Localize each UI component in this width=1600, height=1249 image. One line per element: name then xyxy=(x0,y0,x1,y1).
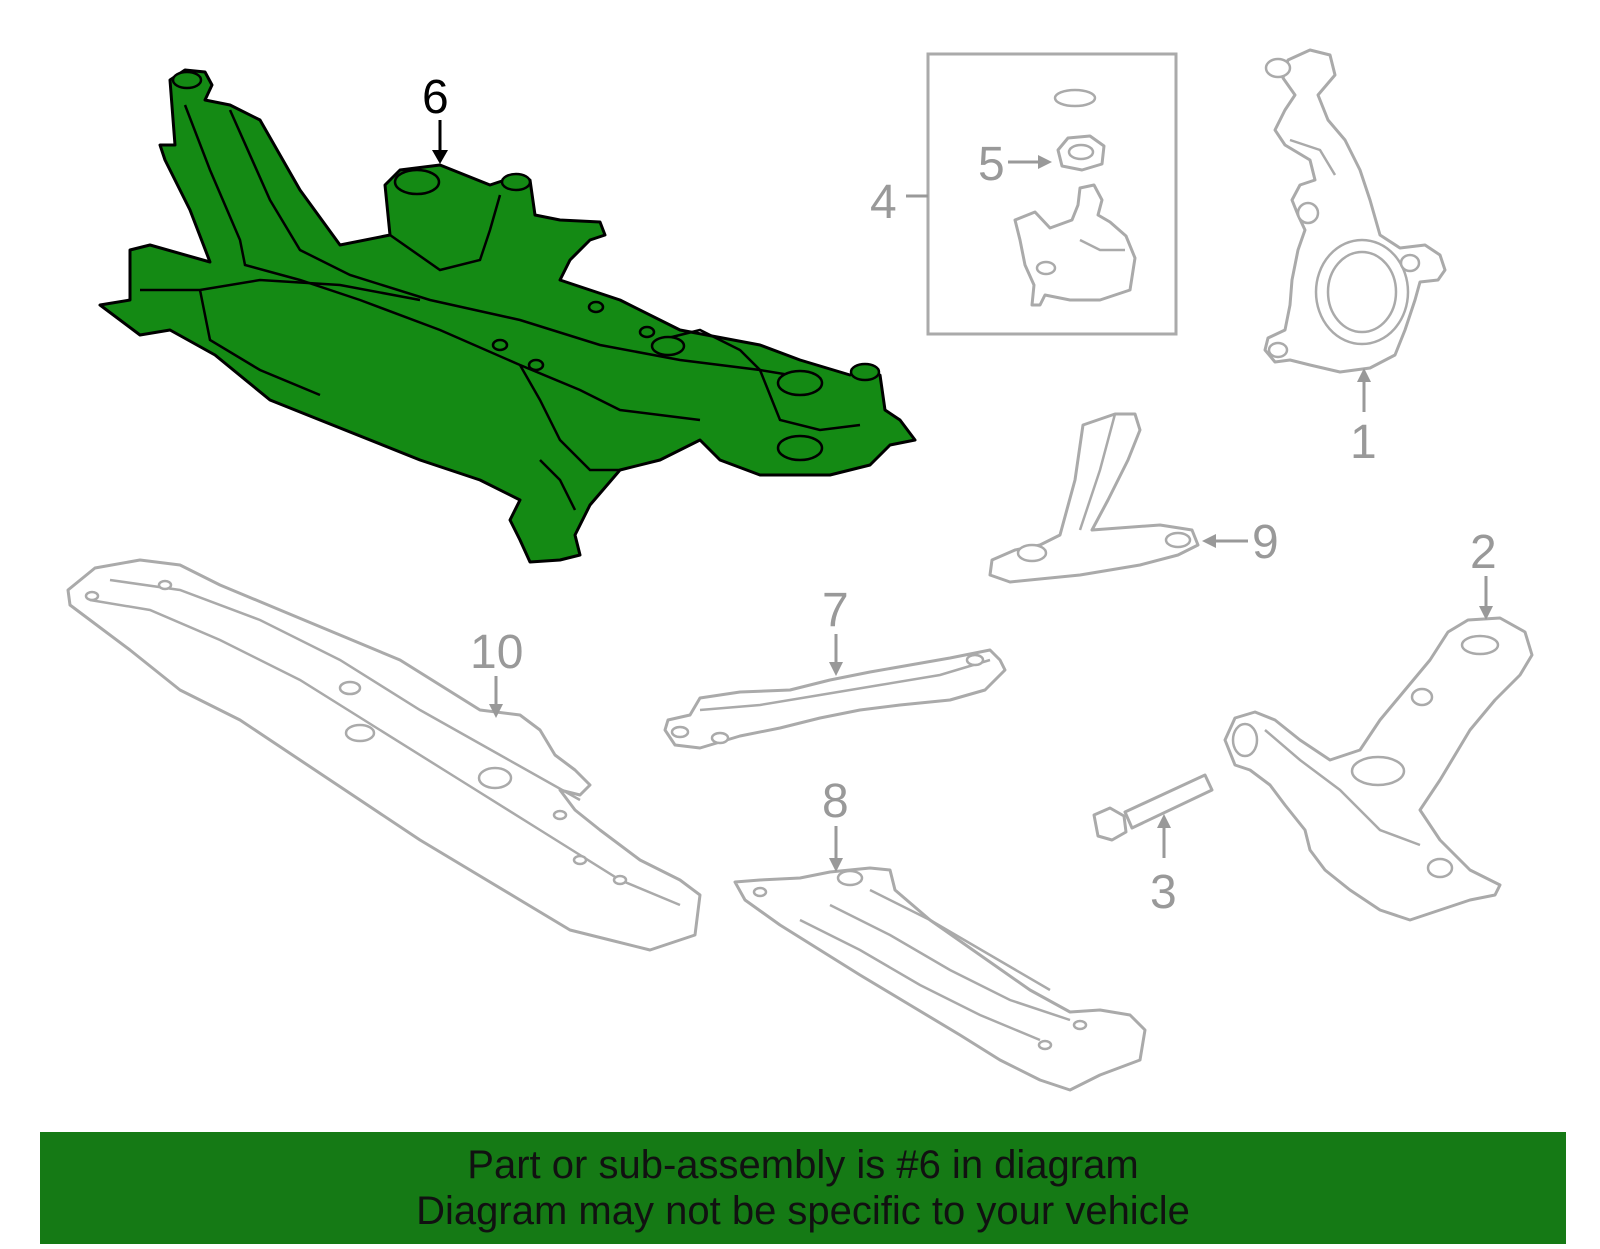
part-3-bolt[interactable] xyxy=(1092,773,1214,842)
part-6-crossmember[interactable] xyxy=(98,68,917,564)
callout-9[interactable]: 9 xyxy=(1252,516,1279,569)
part-1-steering-knuckle[interactable] xyxy=(1263,48,1447,374)
part-2-lower-control-arm[interactable] xyxy=(1223,616,1534,922)
callout-6[interactable]: 6 xyxy=(422,71,449,124)
info-banner: Part or sub-assembly is #6 in diagram Di… xyxy=(40,1132,1566,1244)
callout-7[interactable]: 7 xyxy=(822,584,849,637)
callout-1[interactable]: 1 xyxy=(1350,416,1377,469)
part-10-reinforcement[interactable] xyxy=(66,558,702,952)
callout-2[interactable]: 2 xyxy=(1470,526,1497,579)
callout-8[interactable]: 8 xyxy=(822,775,849,828)
callout-5[interactable]: 5 xyxy=(978,138,1005,191)
part-8-plate[interactable] xyxy=(733,866,1147,1092)
callout-3[interactable]: 3 xyxy=(1150,866,1177,919)
banner-line-1: Part or sub-assembly is #6 in diagram xyxy=(467,1143,1139,1187)
part-4-ball-joint-box[interactable] xyxy=(926,52,1178,336)
callout-4[interactable]: 4 xyxy=(870,176,897,229)
parts-diagram: 6 4 5 1 9 xyxy=(66,48,1534,1092)
banner-line-2: Diagram may not be specific to your vehi… xyxy=(416,1189,1190,1233)
part-9-bracket[interactable] xyxy=(988,412,1200,584)
part-7-brace[interactable] xyxy=(663,648,1007,750)
callout-10[interactable]: 10 xyxy=(470,626,523,679)
